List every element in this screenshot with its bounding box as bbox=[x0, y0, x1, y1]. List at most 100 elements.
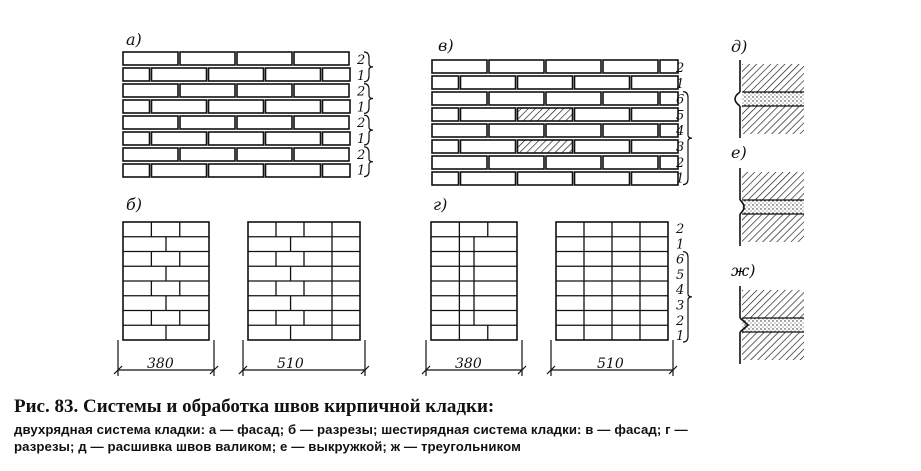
brick bbox=[431, 59, 488, 74]
brace bbox=[682, 251, 693, 343]
brick bbox=[207, 67, 265, 82]
brick bbox=[659, 155, 679, 170]
row-number: 1 bbox=[357, 132, 365, 147]
hatch-area bbox=[742, 214, 804, 242]
brick bbox=[659, 91, 679, 106]
label-v: в) bbox=[438, 36, 454, 55]
joint-detail-d bbox=[734, 60, 804, 138]
row-number: 1 bbox=[676, 237, 684, 252]
label-e: е) bbox=[731, 143, 747, 162]
brick bbox=[516, 171, 574, 186]
brick bbox=[264, 67, 322, 82]
brick bbox=[122, 163, 151, 178]
joint-detail-e bbox=[739, 168, 804, 246]
brick bbox=[264, 163, 322, 178]
brick bbox=[630, 139, 679, 154]
brick bbox=[431, 123, 488, 138]
brick bbox=[459, 139, 517, 154]
brick bbox=[459, 75, 517, 90]
row-number: 2 bbox=[356, 116, 365, 131]
brick bbox=[602, 123, 659, 138]
brick bbox=[207, 163, 265, 178]
brick bbox=[122, 147, 179, 162]
row-number: 2 bbox=[675, 222, 684, 237]
brick bbox=[122, 67, 151, 82]
brick bbox=[179, 115, 236, 130]
brick bbox=[659, 123, 679, 138]
brace bbox=[363, 83, 374, 114]
mortar-joint bbox=[742, 318, 804, 332]
brick bbox=[488, 123, 545, 138]
brace bbox=[363, 114, 374, 146]
row-number: 1 bbox=[357, 100, 365, 115]
brick bbox=[431, 155, 488, 170]
caption-title: Рис. 83. Системы и обработка швов кирпич… bbox=[14, 396, 495, 417]
brick bbox=[545, 91, 602, 106]
brick bbox=[602, 91, 659, 106]
brick bbox=[431, 139, 460, 154]
row-number: 2 bbox=[356, 53, 365, 68]
brick bbox=[459, 171, 517, 186]
brick bbox=[602, 155, 659, 170]
brick bbox=[488, 59, 545, 74]
row-number: 2 bbox=[356, 85, 365, 100]
hatch-area bbox=[742, 64, 804, 92]
brick bbox=[431, 107, 460, 122]
brick bbox=[321, 163, 351, 178]
brick bbox=[122, 99, 151, 114]
brick bbox=[207, 131, 265, 146]
caption-line-2: разрезы; д — расшивка швов валиком; е — … bbox=[14, 439, 521, 454]
brick bbox=[321, 67, 351, 82]
panel-g-sections bbox=[421, 221, 678, 376]
row-number: 2 bbox=[675, 314, 684, 329]
brick bbox=[459, 107, 517, 122]
brick bbox=[488, 155, 545, 170]
brick bbox=[321, 131, 351, 146]
label-zh: ж) bbox=[731, 261, 755, 280]
row-number: 1 bbox=[676, 77, 684, 92]
brick bbox=[179, 83, 236, 98]
brick bbox=[630, 75, 679, 90]
caption-line-1: двухрядная система кладки: а — фасад; б … bbox=[14, 422, 688, 437]
dimension-510: 510 bbox=[277, 356, 304, 372]
brick bbox=[236, 83, 293, 98]
brick bbox=[630, 107, 679, 122]
row-number: 3 bbox=[676, 140, 684, 155]
hatch-area bbox=[742, 290, 804, 318]
brace bbox=[363, 51, 374, 83]
row-number: 4 bbox=[675, 283, 684, 298]
row-number: 1 bbox=[676, 172, 684, 187]
brick bbox=[630, 171, 679, 186]
dimension-380: 380 bbox=[147, 356, 174, 372]
joint-profile bbox=[739, 317, 750, 333]
row-number: 5 bbox=[676, 268, 684, 283]
brick bbox=[236, 115, 293, 130]
hatch-area bbox=[742, 172, 804, 200]
brick bbox=[293, 115, 350, 130]
brick bbox=[573, 171, 631, 186]
dimension-tick bbox=[517, 365, 527, 375]
dimension-tick bbox=[668, 365, 678, 375]
brick bbox=[122, 131, 151, 146]
panel-v-facade bbox=[431, 59, 679, 186]
row-number: 3 bbox=[676, 299, 684, 314]
dimension-510-g: 510 bbox=[597, 356, 624, 372]
row-number: 2 bbox=[675, 61, 684, 76]
brick bbox=[264, 131, 322, 146]
panel-a-facade bbox=[122, 51, 351, 178]
row-number: 2 bbox=[356, 148, 365, 163]
brick bbox=[573, 107, 631, 122]
hatch-area bbox=[742, 106, 804, 134]
brick bbox=[431, 91, 488, 106]
dimension-tick bbox=[421, 365, 431, 375]
row-number: 1 bbox=[357, 69, 365, 84]
row-number: 5 bbox=[676, 108, 684, 123]
brick bbox=[122, 51, 179, 66]
brick bbox=[236, 147, 293, 162]
brick bbox=[179, 51, 236, 66]
brick bbox=[602, 59, 659, 74]
brick bbox=[264, 99, 322, 114]
